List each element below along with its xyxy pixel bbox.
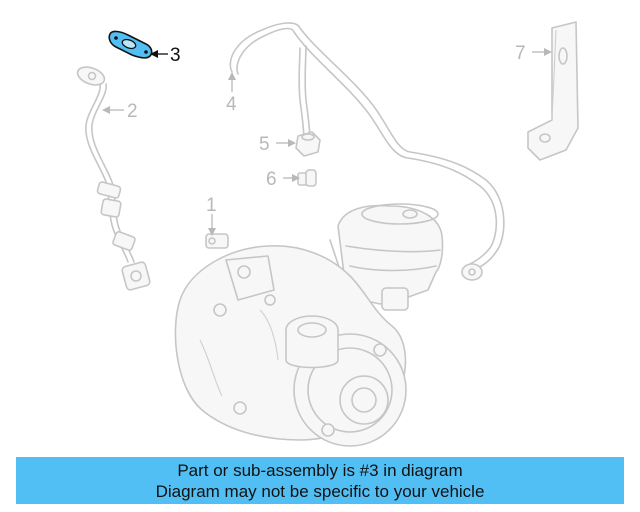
- parts-diagram: 1 2 3 4 5 6 7: [75, 21, 579, 447]
- coolant-pipe-part[interactable]: [229, 22, 505, 281]
- oil-feed-line-part[interactable]: [75, 64, 151, 291]
- callout-5-number: 5: [259, 134, 270, 155]
- callout-1: 1: [206, 195, 217, 236]
- callout-2: 2: [102, 101, 138, 122]
- caption-line-2: Diagram may not be specific to your vehi…: [155, 482, 485, 501]
- callout-2-number: 2: [127, 101, 138, 122]
- stud-part[interactable]: [297, 169, 317, 187]
- callout-3-number: 3: [170, 45, 181, 66]
- gasket-part[interactable]: [108, 30, 153, 59]
- callout-5: 5: [259, 134, 296, 155]
- caption-banner: Part or sub-assembly is #3 in diagram Di…: [16, 457, 624, 504]
- callout-4: 4: [226, 72, 237, 115]
- bracket-part[interactable]: [527, 21, 579, 161]
- callout-6: 6: [266, 169, 300, 190]
- nut-part[interactable]: [295, 131, 321, 157]
- callout-7: 7: [515, 43, 552, 64]
- turbocharger-part[interactable]: [174, 203, 444, 447]
- caption-line-1: Part or sub-assembly is #3 in diagram: [177, 461, 463, 480]
- callout-4-number: 4: [226, 94, 237, 115]
- callout-7-number: 7: [515, 43, 526, 64]
- callout-1-number: 1: [206, 195, 217, 216]
- callout-3: 3: [150, 45, 181, 66]
- callout-6-number: 6: [266, 169, 277, 190]
